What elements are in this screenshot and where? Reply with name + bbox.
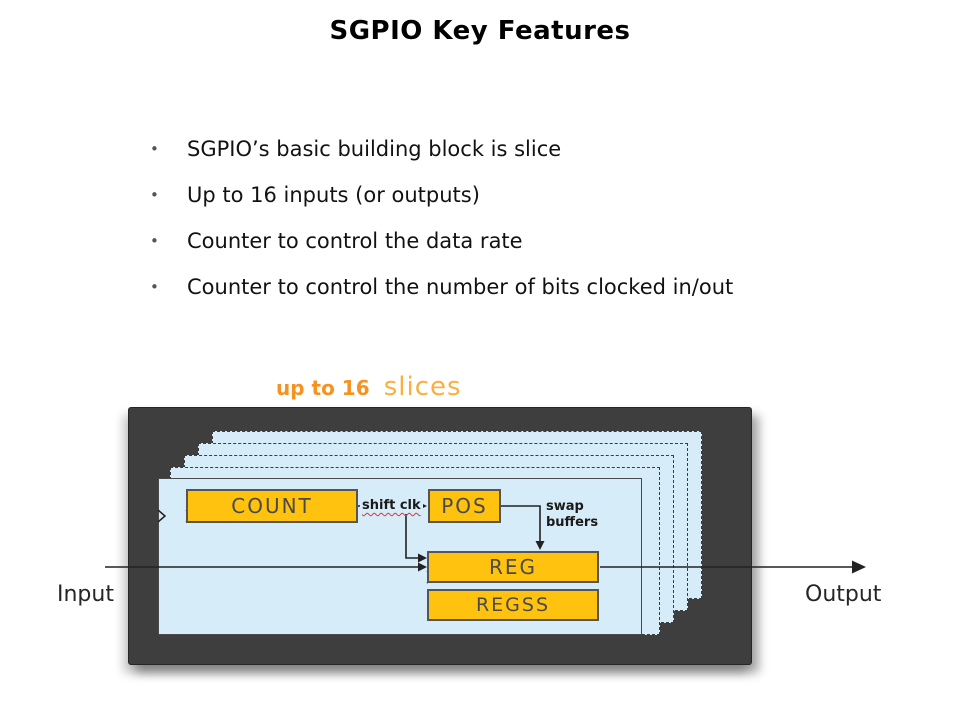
caption-slices-text: slices	[383, 372, 462, 402]
list-item: • Counter to control the data rate	[150, 218, 733, 264]
reg-block: REG	[427, 551, 599, 583]
bullet-icon: •	[150, 278, 159, 296]
bullet-text: Counter to control the number of bits cl…	[187, 275, 734, 299]
caption-count-text: up to 16	[276, 376, 370, 400]
bullet-list: • SGPIO’s basic building block is slice …	[150, 126, 733, 310]
page-title: SGPIO Key Features	[329, 16, 631, 46]
swap-buffers-label: swap buffers	[546, 499, 599, 530]
shift-clk-label: shift clk	[360, 498, 423, 514]
list-item: • SGPIO’s basic building block is slice	[150, 126, 733, 172]
list-item: • Counter to control the number of bits …	[150, 264, 733, 310]
bullet-text: SGPIO’s basic building block is slice	[187, 137, 562, 161]
pos-block: POS	[428, 489, 501, 523]
input-label: Input	[57, 582, 114, 607]
list-item: • Up to 16 inputs (or outputs)	[150, 172, 733, 218]
bullet-icon: •	[150, 186, 159, 204]
bullet-text: Counter to control the data rate	[187, 229, 523, 253]
bullet-icon: •	[150, 140, 159, 158]
regss-block: REGSS	[427, 589, 599, 621]
output-arrowhead-icon	[852, 560, 866, 574]
count-block: COUNT	[186, 489, 358, 523]
bullet-icon: •	[150, 232, 159, 250]
bullet-text: Up to 16 inputs (or outputs)	[187, 183, 480, 207]
output-label: Output	[805, 582, 882, 607]
slices-caption: up to 16 slices	[276, 372, 462, 402]
